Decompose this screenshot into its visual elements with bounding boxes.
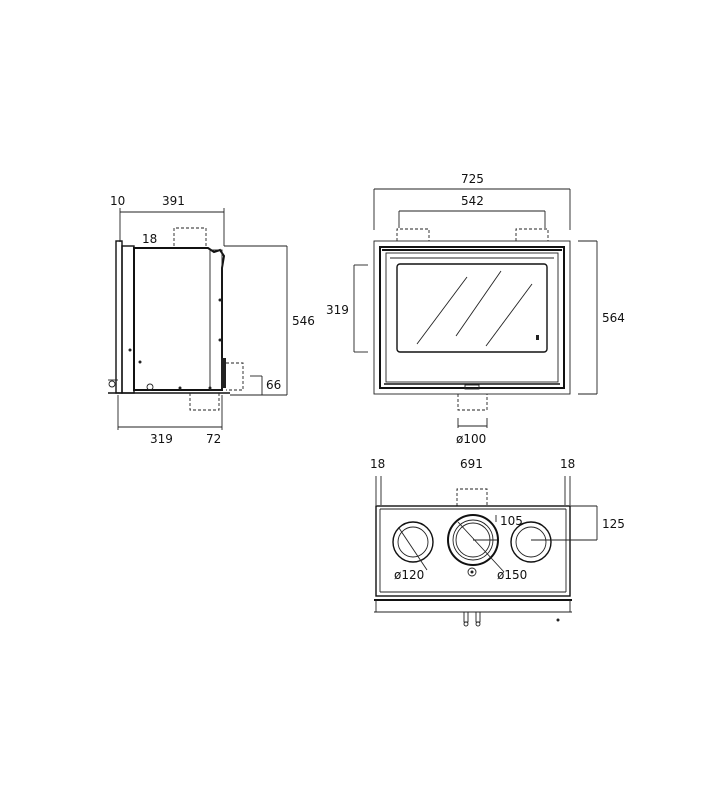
side-dim-inner: 18: [142, 232, 157, 246]
front-dim-flue-diameter: ø100: [456, 432, 486, 446]
side-dim-flue: 66: [266, 378, 281, 392]
side-dim-top: 391: [162, 194, 185, 208]
side-dim-height: 546: [292, 314, 315, 328]
top-dim-left: 18: [370, 457, 385, 471]
top-dim-left-hole: ø120: [394, 568, 424, 582]
side-dim-bottom-right: 72: [206, 432, 221, 446]
front-dim-height: 564: [602, 311, 625, 325]
top-view: 18 691 18: [370, 457, 625, 627]
top-dim-depth: 125: [602, 517, 625, 531]
side-dim-bottom-left: 319: [150, 432, 173, 446]
top-dim-center-hole: ø150: [497, 568, 527, 582]
front-dim-width: 725: [461, 172, 484, 186]
front-dim-glass-height: 319: [326, 303, 349, 317]
front-view: 725 542 319 564: [326, 172, 625, 446]
side-view: 10 391 18 546 66: [108, 194, 315, 446]
front-dim-inner-width: 542: [461, 194, 484, 208]
side-dim-top-left: 10: [110, 194, 125, 208]
top-dim-offset: 105: [500, 514, 523, 528]
top-dim-width: 691: [460, 457, 483, 471]
top-dim-right: 18: [560, 457, 575, 471]
